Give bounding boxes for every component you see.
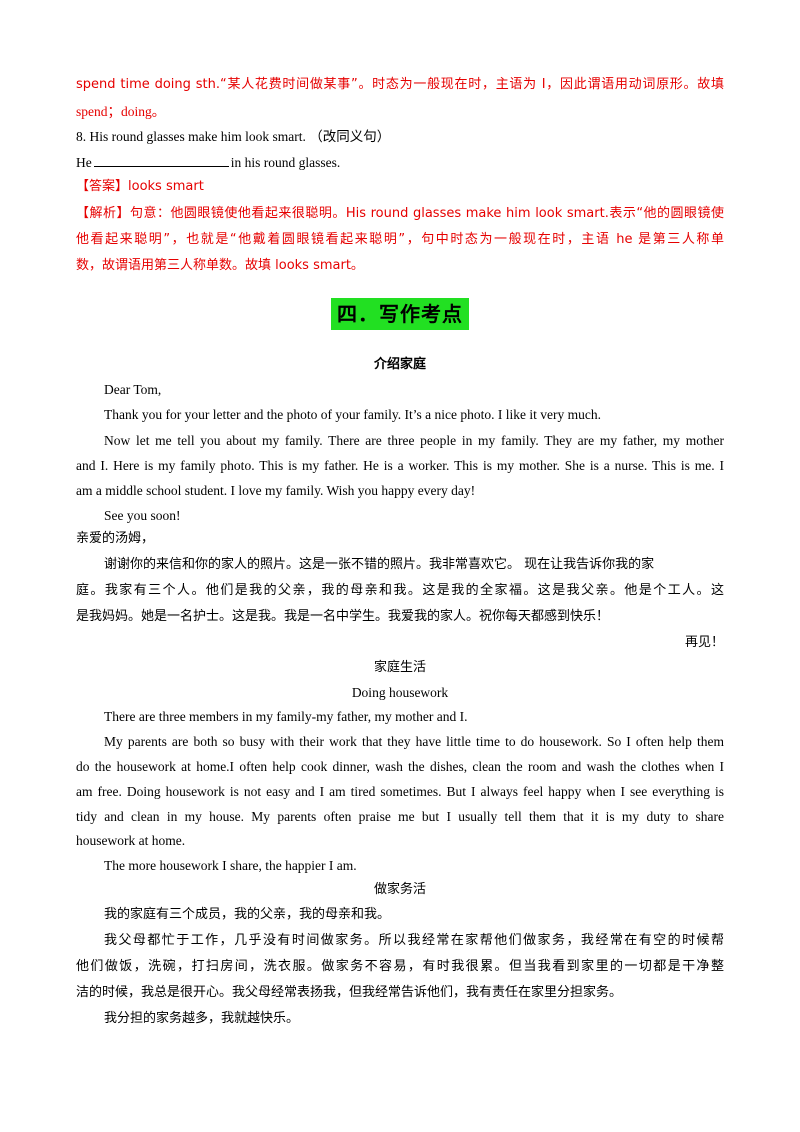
essay-1-zh-line-2: 庭。我家有三个人。他们是我的父亲，我的母亲和我。这是我的全家福。这是我父亲。他是… xyxy=(76,583,724,598)
essay-2-zh-paragraph-2-line-3: 洁的时候，我总是很开心。我父母经常表扬我，但我经常告诉他们，我有责任在家里分担家… xyxy=(76,985,623,1000)
essay-1-zh-closing: 再见！ xyxy=(684,635,724,650)
essay-2-paragraph-2-line-4: tidy and clean in my house. My parents o… xyxy=(76,809,724,824)
fill-prefix: He xyxy=(76,155,92,170)
essay-1-closing: See you soon! xyxy=(104,508,181,523)
essay-1-paragraph-2-line-1: Now let me tell you about my family. The… xyxy=(104,433,724,448)
essay-2-paragraph-3: The more housework I share, the happier … xyxy=(104,858,357,873)
question-8-prompt: 8. His round glasses make him look smart… xyxy=(76,129,391,144)
question-8-answer: 【答案】looks smart xyxy=(76,179,204,194)
essay-1-paragraph-1: Thank you for your letter and the photo … xyxy=(104,407,601,422)
essay-1-paragraph-2-line-3: am a middle school student. I love my fa… xyxy=(76,483,476,498)
section-heading-wrap: 四．写作考点 xyxy=(0,298,800,330)
essay-2-zh-subtitle: 做家务活 xyxy=(373,882,426,897)
essay-2-paragraph-2-line-2: do the housework at home.I often help co… xyxy=(76,759,724,774)
question-8-analysis-line-3: 数，故谓语用第三人称单数。故填 looks smart。 xyxy=(76,258,364,273)
question-8-analysis-line-1: 【解析】句意：他圆眼镜使他看起来很聪明。His round glasses ma… xyxy=(76,206,724,221)
essay-2-zh-title: 家庭生活 xyxy=(373,660,426,675)
essay-2-paragraph-1: There are three members in my family-my … xyxy=(104,709,468,724)
question-8-fill-line: He in his round glasses. xyxy=(76,153,724,172)
analysis-tail-line-2: spend；doing。 xyxy=(76,104,166,119)
essay-2-title: Doing housework xyxy=(351,685,449,700)
answer-blank[interactable] xyxy=(93,153,229,167)
essay-2-zh-paragraph-1: 我的家庭有三个成员，我的父亲，我的母亲和我。 xyxy=(104,907,391,922)
fill-suffix: in his round glasses. xyxy=(230,155,341,170)
essay-1-zh-line-1: 谢谢你的来信和你的家人的照片。这是一张不错的照片。我非常喜欢它。 现在让我告诉你… xyxy=(104,557,655,572)
essay-1-title: 介绍家庭 xyxy=(373,357,426,372)
essay-2-zh-paragraph-2-line-2: 他们做饭，洗碗，打扫房间，洗衣服。做家务不容易，有时我很累。但当我看到家里的一切… xyxy=(76,959,724,974)
analysis-tail-line-1: spend time doing sth.“某人花费时间做某事”。时态为一般现在… xyxy=(76,77,724,92)
section-heading: 四．写作考点 xyxy=(331,298,469,330)
essay-2-paragraph-2-line-1: My parents are both so busy with their w… xyxy=(104,734,724,749)
essay-1-greeting: Dear Tom, xyxy=(104,382,162,397)
question-8-analysis-line-2: 他看起来聪明”，也就是“他戴着圆眼镜看起来聪明”，句中时态为一般现在时，主语 h… xyxy=(76,232,724,247)
essay-2-paragraph-2-line-5: housework at home. xyxy=(76,833,186,848)
essay-2-zh-paragraph-3: 我分担的家务越多，我就越快乐。 xyxy=(104,1011,300,1026)
essay-1-paragraph-2-line-2: and I. Here is my family photo. This is … xyxy=(76,458,724,473)
essay-1-zh-line-3: 是我妈妈。她是一名护士。这是我。我是一名中学生。我爱我的家人。祝你每天都感到快乐… xyxy=(76,609,610,624)
essay-1-zh-greeting: 亲爱的汤姆， xyxy=(76,531,155,546)
essay-2-zh-paragraph-2-line-1: 我父母都忙于工作，几乎没有时间做家务。所以我经常在家帮他们做家务，我经常在有空的… xyxy=(104,933,724,948)
essay-2-paragraph-2-line-3: am free. Doing housework is not easy and… xyxy=(76,784,724,799)
